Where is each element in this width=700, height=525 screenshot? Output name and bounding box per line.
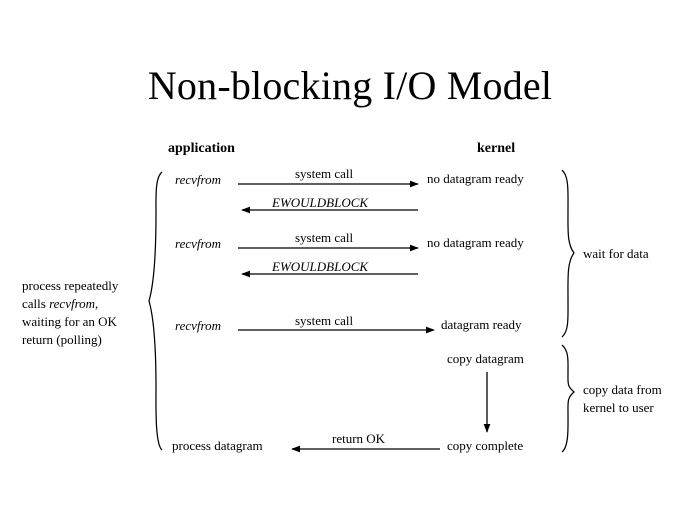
brace-copy-data xyxy=(561,344,575,453)
kernel-state-copy-datagram: copy datagram xyxy=(447,351,524,366)
arrow-caption-ewouldblock-1: EWOULDBLOCK xyxy=(272,195,369,210)
brace-wait-for-data xyxy=(561,169,575,338)
kernel-state-label-2: no datagram ready xyxy=(427,235,524,250)
kernel-state-label-1: no datagram ready xyxy=(427,171,524,186)
arrow-caption-system-call-1: system call xyxy=(295,166,354,181)
annotation-polling-line-2-italic: recvfrom xyxy=(49,296,96,311)
annotation-polling: process repeatedly calls recvfrom, waiti… xyxy=(22,277,118,349)
application-call-label-3: recvfrom xyxy=(175,318,221,333)
annotation-wait-for-data: wait for data xyxy=(583,246,649,261)
arrow-caption-ewouldblock-2: EWOULDBLOCK xyxy=(272,259,369,274)
annotation-polling-line-4: return (polling) xyxy=(22,332,102,347)
application-call-label-2: recvfrom xyxy=(175,236,221,251)
kernel-state-copy-complete: copy complete xyxy=(447,438,524,453)
application-call-label-1: recvfrom xyxy=(175,172,221,187)
annotation-polling-line-3: waiting for an OK xyxy=(22,314,117,329)
annotation-copy-data: copy data from kernel to user xyxy=(583,381,662,417)
annotation-polling-line-1: process repeatedly xyxy=(22,278,119,293)
page-title: Non-blocking I/O Model xyxy=(147,63,553,108)
arrow-caption-system-call-2: system call xyxy=(295,230,354,245)
kernel-state-label-3: datagram ready xyxy=(441,317,522,332)
annotation-copy-data-line-2: kernel to user xyxy=(583,400,654,415)
arrow-caption-system-call-3: system call xyxy=(295,313,354,328)
annotation-polling-line-2: calls recvfrom, xyxy=(22,295,118,313)
brace-polling xyxy=(148,171,163,451)
application-process-datagram-label: process datagram xyxy=(172,438,263,453)
annotation-copy-data-line-1: copy data from xyxy=(583,382,662,397)
column-header-kernel: kernel xyxy=(477,141,516,156)
annotation-polling-line-2-suffix: , xyxy=(95,296,99,311)
column-header-application: application xyxy=(168,141,235,156)
arrow-caption-return-ok: return OK xyxy=(332,431,386,446)
annotation-polling-line-2-prefix: calls xyxy=(22,296,50,311)
